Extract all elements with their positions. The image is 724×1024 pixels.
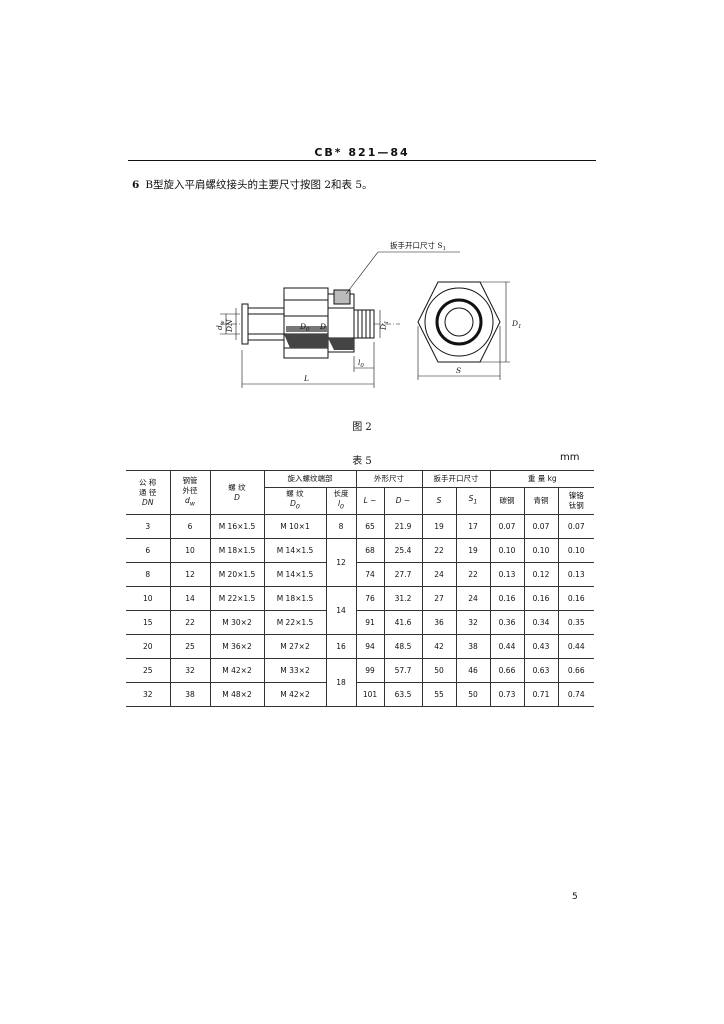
col-brass: 青铜 <box>523 487 559 515</box>
label-d: D <box>319 322 326 331</box>
clause-paragraph: 6 B型旋入平肩螺纹接头的主要尺寸按图 2和表 5。 <box>132 177 373 192</box>
drawing-labels: 扳手开口尺寸 S1 dw DN D0 D D1 l0 L S D1 <box>215 240 522 383</box>
header-row-1: 公 称 通 径 DN 钢管 外径 dw 螺 纹 D 旋入螺纹端部 外形尺寸 扳手… <box>126 470 594 515</box>
header-rule <box>128 160 596 161</box>
col-thread: 螺 纹 D <box>209 470 265 515</box>
end-view <box>417 281 510 380</box>
dimension-table: 公 称 通 径 DN 钢管 外径 dw 螺 纹 D 旋入螺纹端部 外形尺寸 扳手… <box>126 470 594 707</box>
col-screw-end: 旋入螺纹端部 <box>263 470 357 488</box>
label-l: L <box>303 374 309 383</box>
label-dn: DN <box>225 319 234 333</box>
figure-caption: 图 2 <box>352 422 372 433</box>
col-carbon: 碳钢 <box>489 487 525 515</box>
standard-number: CB* 821—84 <box>314 146 410 159</box>
label-d0: D0 <box>299 322 310 333</box>
col-l: L ~ <box>355 487 385 515</box>
col-outline: 外形尺寸 <box>355 470 423 488</box>
col-alloy: 镍铬 钛钢 <box>557 487 594 515</box>
label-wrench-size: 扳手开口尺寸 S1 <box>390 240 446 252</box>
side-view <box>220 251 460 388</box>
page-number: 5 <box>572 892 578 902</box>
fitting-drawing: 扳手开口尺寸 S1 dw DN D0 D D1 l0 L S D1 <box>215 240 522 388</box>
label-dw: dw <box>215 320 226 330</box>
clause-text: B型旋入平肩螺纹接头的主要尺寸按图 2和表 5。 <box>145 179 373 191</box>
col-s1: S1 <box>455 487 491 515</box>
col-wrench: 扳手开口尺寸 <box>421 470 491 488</box>
clause-number: 6 <box>132 179 140 191</box>
label-l0: l0 <box>358 358 364 369</box>
col-length: 长度 l0 <box>325 487 357 515</box>
col-d: D ~ <box>383 487 423 515</box>
label-d1-side: D1 <box>511 319 522 330</box>
label-d1: D1 <box>379 320 390 331</box>
col-nominal: 公 称 通 径 DN <box>126 470 171 515</box>
col-pipe-od: 钢管 外径 dw <box>169 470 211 515</box>
col-weight: 重 量 kg <box>489 470 594 488</box>
table-caption: 表 5 <box>352 456 372 467</box>
col-screw-thread: 螺 纹 D0 <box>264 487 327 515</box>
table-unit: mm <box>560 452 580 463</box>
col-s: S <box>421 487 457 515</box>
label-s: S <box>456 366 461 375</box>
